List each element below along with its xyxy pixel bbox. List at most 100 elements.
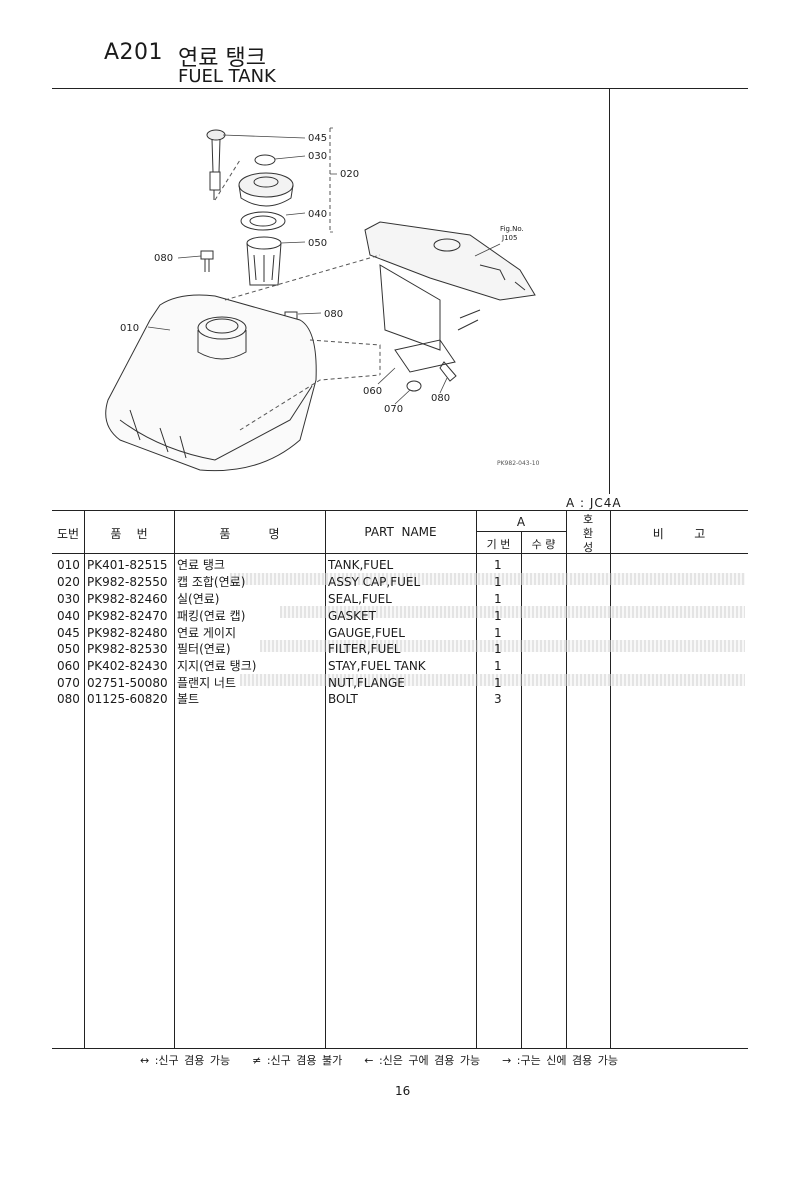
page-number: 16: [395, 1084, 411, 1098]
fig-ref-label: Fig.No.: [500, 225, 524, 233]
page-title-english: FUEL TANK: [178, 66, 276, 87]
fig-ref-number: J105: [501, 234, 517, 242]
scan-artifact: [240, 674, 745, 686]
callout-070: 070: [384, 404, 403, 415]
cell-name-kr: 플랜지 너트: [177, 676, 237, 690]
cell-part-name: GAUGE,FUEL: [328, 626, 405, 640]
cell-part-no: 01125-60820: [87, 692, 168, 706]
flange-nut-part: [406, 380, 422, 392]
cell-name-kr: 연료 탱크: [177, 558, 225, 572]
cell-ref: 060: [57, 659, 80, 673]
cell-qty: 1: [494, 609, 502, 623]
cell-qty: 1: [494, 659, 502, 673]
fuel-cap-part: [238, 172, 294, 207]
cell-part-name: GASKET: [328, 609, 376, 623]
cell-part-name: BOLT: [328, 692, 358, 706]
cell-part-no: PK982-82470: [87, 609, 168, 623]
cell-part-no: PK982-82480: [87, 626, 168, 640]
callout-030: 030: [308, 151, 327, 162]
cell-qty: 1: [494, 676, 502, 690]
table-header-rule: [52, 553, 748, 554]
col-divider-basic: [521, 531, 522, 1048]
cell-ref: 045: [57, 626, 80, 640]
cell-part-name: ASSY CAP,FUEL: [328, 575, 421, 589]
fuel-gauge-part: [206, 129, 226, 200]
callout-010: 010: [120, 323, 139, 334]
cell-qty: 1: [494, 575, 502, 589]
cell-qty: 1: [494, 642, 502, 656]
callout-labels: 045 030 020 040 050 080 010 080 060 070 …: [120, 133, 524, 415]
callout-080-right: 080: [431, 393, 450, 404]
cell-name-kr: 볼트: [177, 692, 200, 706]
header-part-no: 품 번: [110, 527, 148, 541]
cell-name-kr: 패킹(연료 캡): [177, 609, 246, 623]
col-divider-partname: [476, 510, 477, 1048]
cell-qty: 3: [494, 692, 502, 706]
cell-name-kr: 지지(연료 탱크): [177, 659, 257, 673]
cell-name-kr: 실(연료): [177, 592, 220, 606]
col-divider-partno: [174, 510, 175, 1048]
cell-part-no: PK982-82460: [87, 592, 168, 606]
seal-part: [254, 154, 276, 166]
cell-part-no: 02751-50080: [87, 676, 168, 690]
cell-ref: 020: [57, 575, 80, 589]
cell-ref: 070: [57, 676, 80, 690]
bolt-part-right: [439, 361, 457, 382]
bolt-part-left: [200, 250, 214, 272]
header-part-name: PART NAME: [364, 525, 437, 539]
exploded-parts-diagram: 045 030 020 040 050 080 010 080 060 070 …: [105, 127, 536, 472]
cell-ref: 040: [57, 609, 80, 623]
title-rule: [52, 88, 748, 89]
scan-artifact: [260, 640, 745, 652]
col-divider-interchange: [610, 510, 611, 1048]
header-interchange-1: 호: [582, 513, 594, 526]
callout-020: 020: [340, 169, 359, 180]
fuel-filter-part: [246, 236, 282, 286]
tank-stay-part: [379, 264, 481, 373]
fuel-tank-part: [105, 294, 317, 472]
table-bottom-rule: [52, 1048, 748, 1049]
header-name-kr: 품 명: [219, 527, 280, 541]
cell-part-name: STAY,FUEL TANK: [328, 659, 426, 673]
cell-part-name: NUT,FLANGE: [328, 676, 405, 690]
cell-part-no: PK982-82550: [87, 575, 168, 589]
cell-ref: 080: [57, 692, 80, 706]
cell-name-kr: 필터(연료): [177, 642, 231, 656]
scan-artifact: [230, 573, 745, 585]
model-code-label: A : JC4A: [566, 496, 622, 510]
header-interchange-2: 환: [582, 527, 594, 540]
callout-050: 050: [308, 238, 327, 249]
cell-name-kr: 연료 게이지: [177, 626, 237, 640]
cell-part-name: FILTER,FUEL: [328, 642, 401, 656]
col-divider-qty: [566, 510, 567, 1048]
header-remarks: 비 고: [652, 527, 706, 541]
header-ref: 도번: [56, 527, 80, 541]
diagram-right-divider: [609, 89, 610, 484]
col-divider-namekr: [325, 510, 326, 1048]
cell-part-no: PK982-82530: [87, 642, 168, 656]
cell-ref: 030: [57, 592, 80, 606]
cell-part-name: TANK,FUEL: [328, 558, 394, 572]
cell-ref: 050: [57, 642, 80, 656]
callout-060: 060: [363, 386, 382, 397]
cell-part-no: PK402-82430: [87, 659, 168, 673]
cell-qty: 1: [494, 592, 502, 606]
header-group-a: A: [516, 515, 526, 529]
page-title-korean: 연료 탱크: [178, 46, 266, 71]
col-divider-ref: [84, 510, 85, 1048]
diagram-right-divider-bottom: [609, 484, 610, 494]
callout-040: 040: [308, 209, 327, 220]
interchangeability-legend: ↔ :신구 겸용 가능 ≠ :신구 겸용 불가 ← :신은 구에 겸용 가능 →…: [140, 1054, 618, 1067]
cell-part-name: SEAL,FUEL: [328, 592, 392, 606]
cell-name-kr: 캡 조합(연료): [177, 575, 246, 589]
drawing-number: PK982-043-10: [497, 460, 540, 467]
table-top-rule: [52, 510, 748, 511]
frame-reference-part: [364, 221, 536, 301]
scan-artifact: [280, 606, 745, 618]
header-qty: 수 량: [531, 538, 556, 551]
callout-045: 045: [308, 133, 327, 144]
cell-part-no: PK401-82515: [87, 558, 168, 572]
cell-qty: 1: [494, 558, 502, 572]
cell-ref: 010: [57, 558, 80, 572]
header-basic: 기 번: [486, 538, 511, 551]
